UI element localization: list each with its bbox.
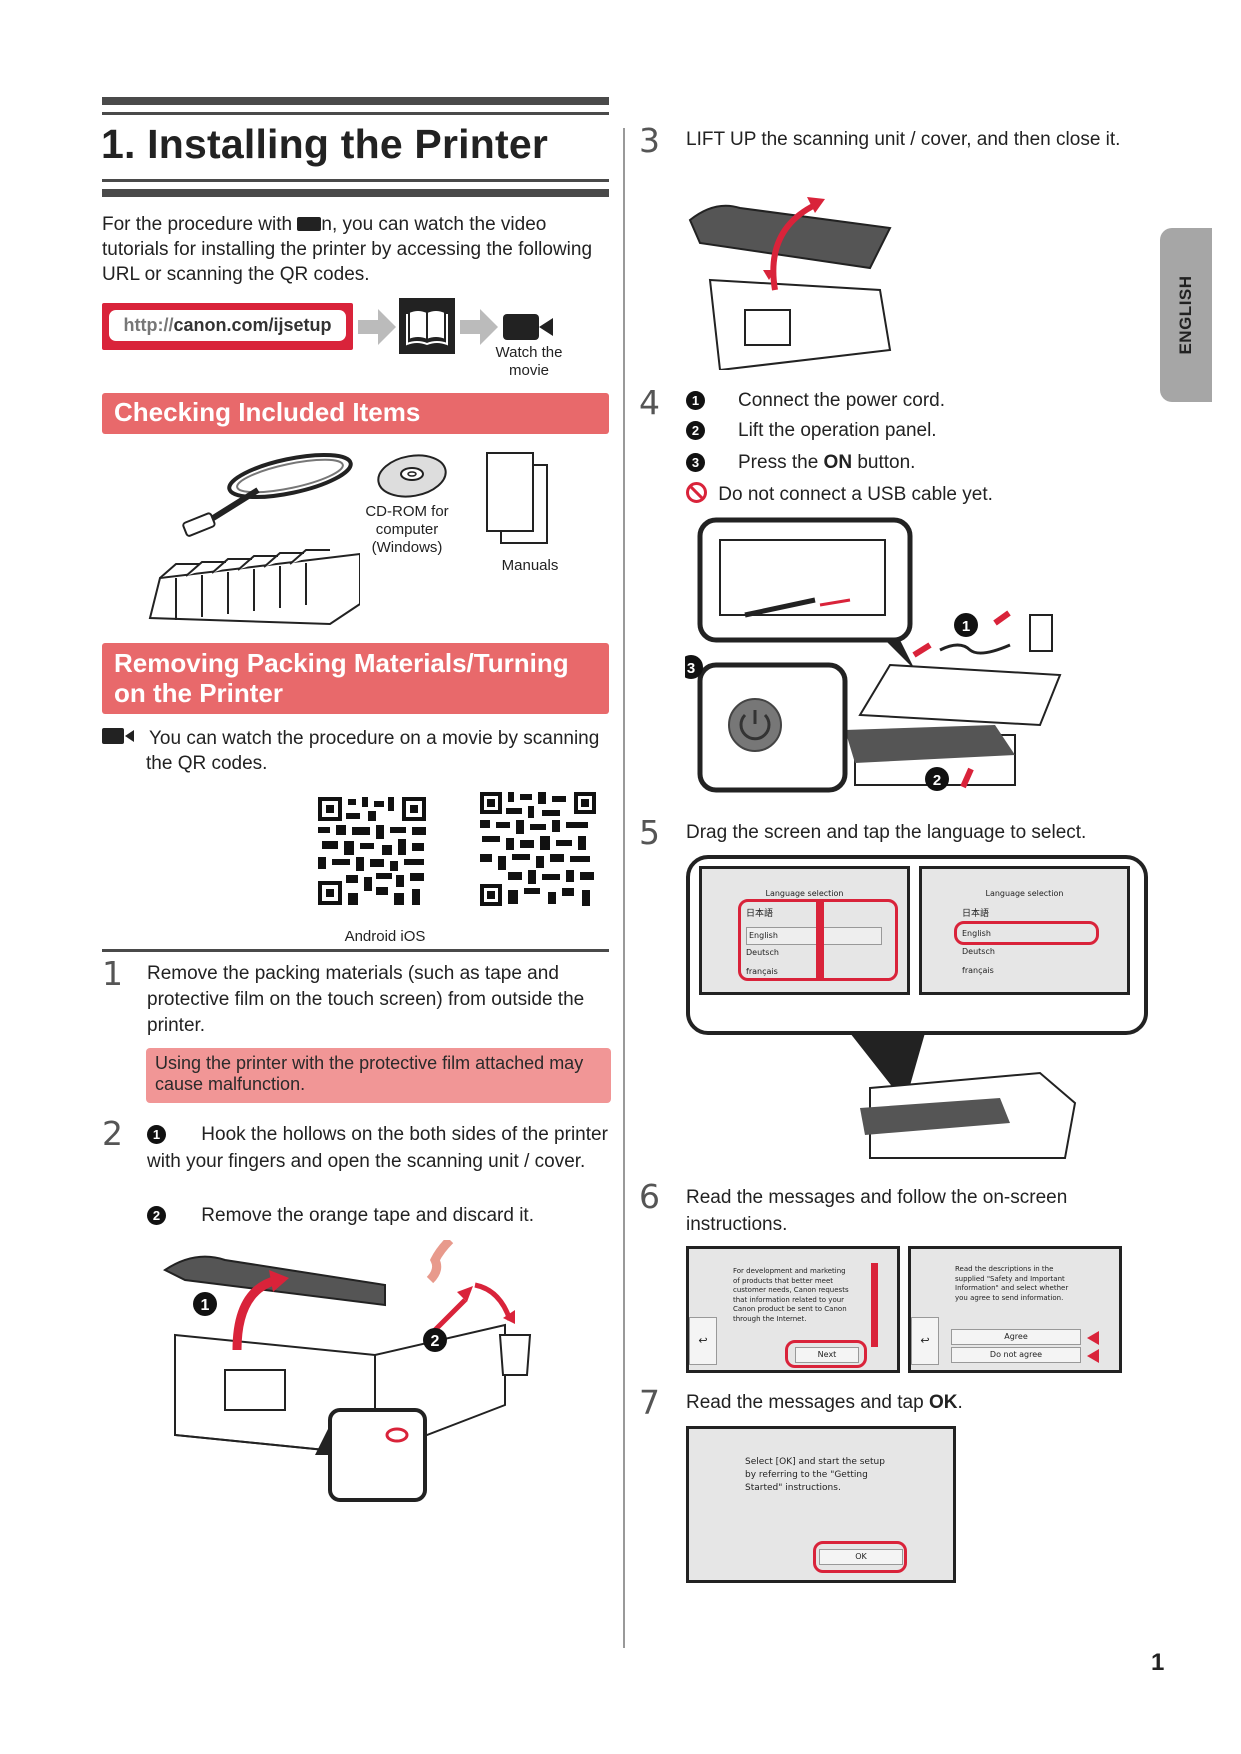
drag-arrow-icon <box>816 901 824 979</box>
language-screen-tap: Language selection 日本語 English Deutsch f… <box>919 866 1130 995</box>
marker-1-icon: 1 <box>147 1125 166 1144</box>
protective-film-warning: Using the printer with the protective fi… <box>146 1048 611 1103</box>
lang-option-selected[interactable]: English <box>962 929 991 938</box>
next-highlight <box>785 1340 867 1368</box>
lang-option[interactable]: English <box>746 927 882 945</box>
usb-warning: Do not connect a USB cable yet. <box>686 482 993 507</box>
title-rule-top-thin <box>102 112 609 115</box>
cd-rom-label: CD-ROM for computer (Windows) <box>365 503 449 556</box>
lang-option[interactable]: français <box>962 966 994 975</box>
step-7-number: 7 <box>639 1383 660 1422</box>
step-5-number: 5 <box>639 813 660 852</box>
step-2-substep-1: 1 Hook the hollows on the both sides of … <box>147 1124 608 1172</box>
next-button[interactable]: Next <box>795 1347 859 1363</box>
url-text: canon.com/ijsetup <box>173 315 332 335</box>
step-6-text: Read the messages and follow the on-scre… <box>686 1187 1068 1235</box>
video-camera-icon <box>102 728 134 744</box>
step-4-number: 4 <box>639 383 660 422</box>
checking-items-banner: Checking Included Items <box>102 393 609 434</box>
title-rule-bottom-thin <box>102 179 609 182</box>
svg-text:2: 2 <box>933 772 941 789</box>
lift-cover-illustration <box>688 197 892 370</box>
qr-code-ios[interactable] <box>478 790 598 908</box>
url-box[interactable]: http://canon.com/ijsetup <box>102 303 353 350</box>
lang-option[interactable]: 日本語 <box>962 909 990 919</box>
prohibited-icon <box>686 482 707 503</box>
qr-code-ios-image <box>478 790 598 908</box>
removing-packing-banner: Removing Packing Materials/Turning on th… <box>102 643 609 714</box>
scroll-arrow-icon <box>871 1263 878 1347</box>
tap-highlight <box>954 921 1099 945</box>
lang-option[interactable]: français <box>746 967 778 976</box>
url-prefix: http:// <box>123 315 174 335</box>
step-1-text: Remove the packing materials (such as ta… <box>147 963 585 1036</box>
step-2-number: 2 <box>102 1114 123 1153</box>
ok-button[interactable]: OK <box>819 1549 903 1565</box>
column-divider <box>623 128 625 1648</box>
power-on-illustration: 3 1 2 <box>685 517 1062 793</box>
drag-highlight <box>738 899 898 981</box>
agree-button[interactable]: Agree <box>951 1329 1081 1345</box>
step-3-text: LIFT UP the scanning unit / cover, and t… <box>686 129 1121 150</box>
svg-text:3: 3 <box>687 660 695 677</box>
language-tab[interactable]: ENGLISH <box>1160 228 1212 402</box>
arrow-right-icon <box>460 309 498 345</box>
manual-book-icon <box>399 298 455 354</box>
title-rule-top-thick <box>102 97 609 105</box>
title-rule-bottom-thick <box>102 189 609 197</box>
cd-rom-illustration <box>377 454 447 498</box>
ok-highlight <box>813 1541 907 1573</box>
step-1-number: 1 <box>102 954 123 993</box>
open-cover-illustration: 1 2 <box>163 1240 532 1502</box>
ink-tanks-illustration <box>148 549 360 626</box>
manuals-illustration <box>486 452 548 544</box>
printer-screen-illustration <box>850 1033 1077 1159</box>
step-7-text: Read the messages and tap OK. <box>686 1392 963 1413</box>
lang-option[interactable]: Deutsch <box>962 947 995 956</box>
arrow-right-icon <box>358 309 396 345</box>
video-note-text: You can watch the procedure on a movie b… <box>146 728 600 774</box>
step-5-text: Drag the screen and tap the language to … <box>686 822 1087 843</box>
setup-start-screen: Select [OK] and start the setup by refer… <box>686 1426 956 1583</box>
step-3-number: 3 <box>639 121 660 160</box>
step-2-substep-2: 2 Remove the orange tape and discard it. <box>147 1203 609 1228</box>
page-number: 1 <box>1151 1649 1165 1676</box>
marker-2-icon: 2 <box>686 421 705 440</box>
consent-screen: For development and marketing of product… <box>686 1246 900 1373</box>
svg-text:1: 1 <box>201 1297 210 1314</box>
agreement-screen: Read the descriptions in the supplied "S… <box>908 1246 1122 1373</box>
page-title: 1. Installing the Printer <box>101 121 548 167</box>
qr-code-android-image <box>316 795 428 907</box>
step-6-number: 6 <box>639 1177 660 1216</box>
marker-2-icon: 2 <box>147 1206 166 1225</box>
do-not-agree-button[interactable]: Do not agree <box>951 1347 1081 1363</box>
language-screen-drag: Language selection 日本語 English Deutsch f… <box>699 866 910 995</box>
manuals-label: Manuals <box>501 557 559 574</box>
video-camera-icon <box>297 217 322 231</box>
marker-3-icon: 3 <box>686 453 705 472</box>
power-cord-illustration <box>182 452 353 537</box>
back-button[interactable]: ↩ <box>689 1317 717 1365</box>
back-button[interactable]: ↩ <box>911 1317 939 1365</box>
qr-code-android[interactable] <box>316 795 428 907</box>
qr-caption: Android iOS <box>344 928 426 945</box>
watch-movie-label: Watch the movie <box>495 344 563 379</box>
lang-option[interactable]: 日本語 <box>746 909 774 919</box>
lang-option[interactable]: Deutsch <box>746 948 779 957</box>
video-camera-icon <box>503 314 555 340</box>
intro-text: For the procedure with n, you can watch … <box>102 214 593 285</box>
marker-1-icon: 1 <box>686 391 705 410</box>
arrow-left-icon <box>1087 1331 1099 1345</box>
section-divider <box>102 949 609 952</box>
svg-text:1: 1 <box>962 618 970 635</box>
arrow-left-icon <box>1087 1349 1099 1363</box>
svg-text:2: 2 <box>431 1333 440 1350</box>
